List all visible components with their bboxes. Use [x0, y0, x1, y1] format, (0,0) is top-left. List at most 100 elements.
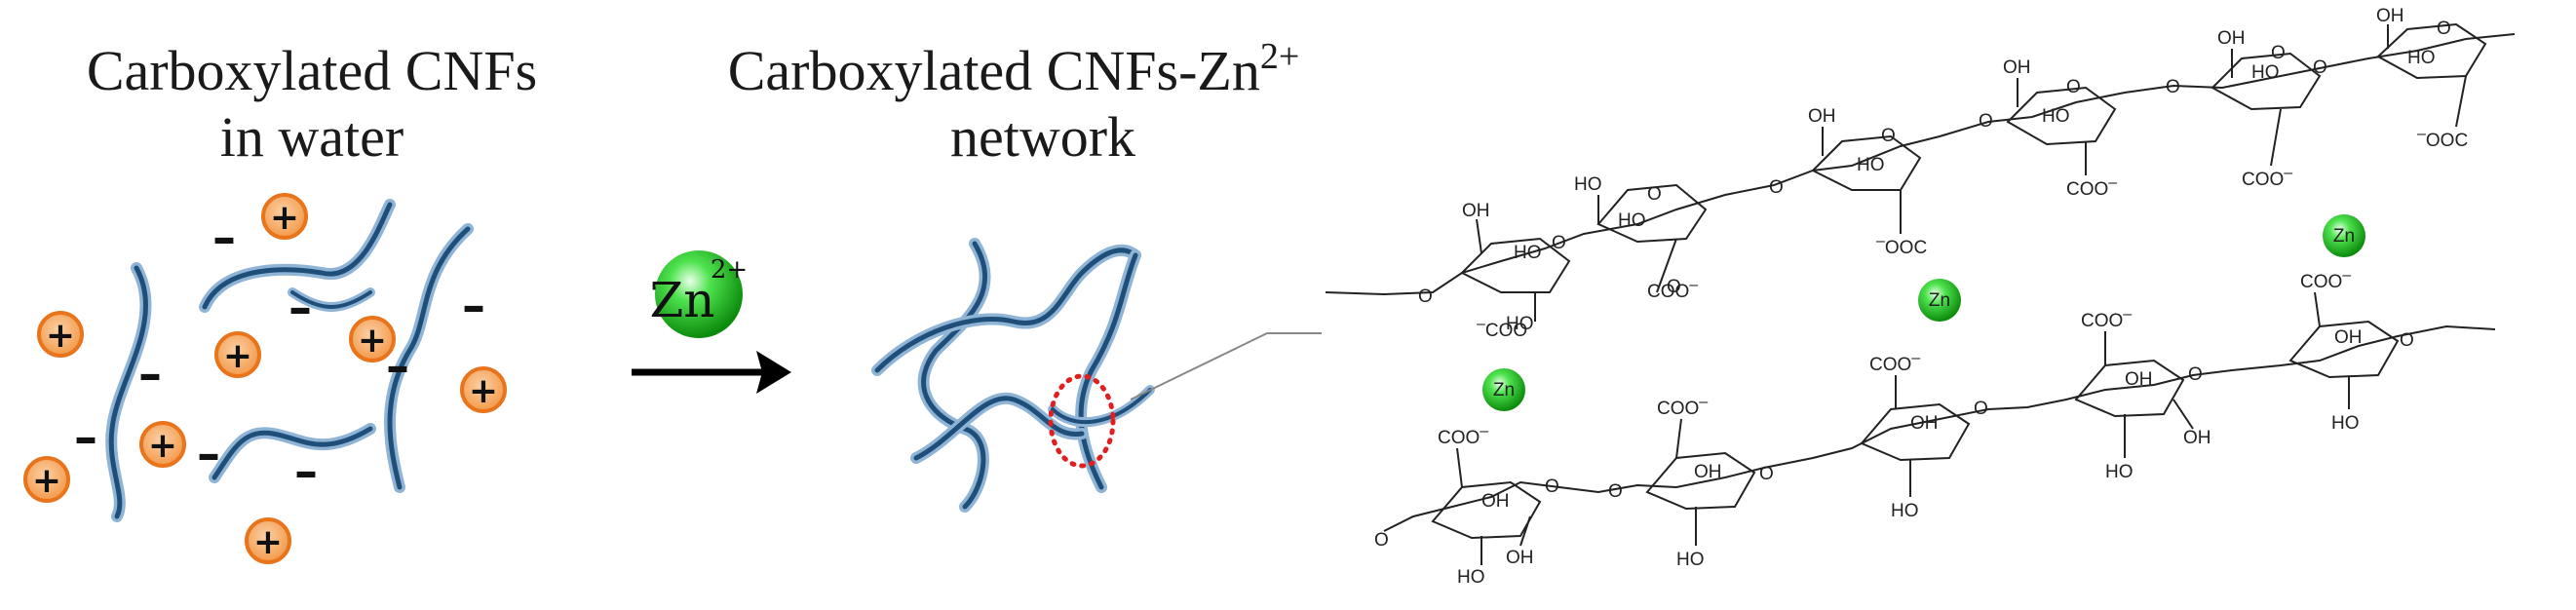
hydroxyl-label: HO — [1618, 210, 1646, 231]
hydroxyl-label: HO — [2105, 462, 2134, 482]
zinc-ions: Zn Zn Zn — [1482, 214, 2365, 411]
hydroxyl-label: OH — [2125, 369, 2153, 390]
svg-text:+: + — [223, 336, 252, 376]
ring-oxygen-label: O — [2166, 77, 2180, 97]
cation: + — [261, 193, 308, 240]
dispersed-fibers — [105, 199, 474, 522]
carboxylate-label: COO– — [1438, 423, 1488, 448]
cations: + + + + + + + + — [23, 193, 507, 564]
ring-oxygen-label: O — [1759, 464, 1774, 484]
cation: + — [349, 316, 396, 362]
svg-text:+: + — [46, 316, 75, 356]
fiber — [384, 223, 474, 493]
zoom-callout-line — [1130, 332, 1322, 400]
ring-oxygen-label: O — [1545, 477, 1559, 497]
ring-oxygen-label: O — [2271, 43, 2286, 63]
hydroxyl-label: OH — [1506, 548, 1534, 568]
svg-text:+: + — [270, 198, 299, 238]
carboxylate-label: –OOC — [1876, 233, 1927, 258]
ring-oxygen-label: O — [2066, 77, 2081, 97]
hydroxyl-label: HO — [2331, 413, 2360, 434]
ring-oxygen-label: O — [1608, 481, 1623, 502]
ring-oxygen-label: O — [2400, 330, 2414, 351]
anion: – — [294, 444, 318, 499]
hydroxyl-label: HO — [1506, 314, 1534, 334]
cation: + — [23, 456, 70, 503]
hydroxyl-label: HO — [2042, 106, 2070, 127]
anions: – – – – – – – – — [74, 210, 485, 499]
carboxylate-label: COO– — [2081, 306, 2132, 331]
cation: + — [214, 331, 261, 378]
carboxylate-label: COO– — [1647, 277, 1698, 302]
cation: + — [245, 517, 291, 564]
hydroxyl-label: OH — [2183, 428, 2211, 448]
carboxylate-label: COO– — [1869, 350, 1920, 375]
ring-oxygen-label: O — [2313, 57, 2327, 78]
anion: – — [386, 339, 409, 394]
middle-title-line2: network — [950, 105, 1135, 169]
svg-text:Zn: Zn — [1493, 380, 1515, 400]
fiber — [209, 423, 376, 483]
hydroxyl-label: HO — [2251, 62, 2280, 83]
hydroxyl-label: OH — [2376, 6, 2404, 26]
svg-text:Zn: Zn — [2333, 226, 2355, 247]
hydroxyl-label: HO — [1457, 567, 1485, 588]
zinc-ion: Zn — [1482, 368, 1525, 411]
ring-oxygen-label: O — [2188, 364, 2203, 385]
ring-oxygen-label: O — [1552, 233, 1566, 253]
chemical-structure — [1325, 22, 2516, 565]
crosslinked-network — [871, 238, 1155, 513]
ring-oxygen-label: O — [1769, 177, 1784, 198]
hydroxyl-label: OH — [1694, 462, 1722, 482]
hydroxyl-label: OH — [2003, 57, 2031, 78]
hydroxyl-label: OH — [1462, 201, 1490, 221]
hydroxyl-label: HO — [1676, 550, 1705, 570]
left-title-line2: in water — [220, 105, 404, 169]
carboxylate-label: COO– — [2066, 174, 2117, 200]
cation: + — [37, 311, 84, 358]
zinc-reagent: Zn 2+ — [650, 250, 748, 338]
hydroxyl-label: HO — [1891, 501, 1919, 521]
anion: – — [288, 281, 312, 335]
fiber — [288, 287, 375, 312]
ring-oxygen-label: O — [1974, 399, 1988, 419]
reaction-arrow — [632, 351, 791, 394]
cation: + — [139, 421, 186, 468]
ring-oxygen-label: O — [1374, 530, 1389, 551]
ring-oxygen-label: O — [1647, 184, 1662, 205]
svg-text:Zn: Zn — [1929, 290, 1950, 311]
anion: – — [74, 410, 97, 465]
lower-chain-labels: COO– HO OH OH O O O COO– OH HO O COO– OH… — [1374, 267, 2414, 588]
hydroxyl-label: HO — [1857, 155, 1885, 175]
carboxylate-label: –OOC — [2417, 126, 2468, 151]
anion: – — [462, 279, 485, 333]
carboxylate-label: –COO — [1477, 316, 1527, 341]
ring-oxygen-label: O — [2437, 19, 2451, 39]
left-title-line1: Carboxylated CNFs — [87, 39, 537, 102]
ring-oxygen-label: O — [1979, 111, 1993, 132]
zinc-symbol: Zn — [650, 272, 715, 328]
ring-oxygen-label: O — [1418, 286, 1433, 307]
cation: + — [460, 366, 507, 413]
hydroxyl-label: OH — [1808, 106, 1836, 127]
svg-text:+: + — [32, 461, 61, 501]
carboxylate-label: COO– — [2242, 165, 2292, 190]
hydroxyl-label: OH — [2217, 28, 2246, 49]
crosslink-highlight-circle — [1048, 373, 1116, 469]
svg-text:+: + — [469, 371, 498, 411]
svg-text:+: + — [358, 321, 387, 361]
fiber — [105, 262, 152, 522]
hydroxyl-label: OH — [1481, 491, 1510, 512]
anion: – — [212, 210, 236, 265]
svg-text:+: + — [148, 426, 177, 466]
zinc-ion: Zn — [1918, 279, 1961, 322]
svg-text:+: + — [253, 522, 283, 562]
fiber — [199, 199, 396, 313]
anion: – — [197, 427, 220, 481]
carboxylate-label: COO– — [1657, 394, 1708, 419]
middle-title-line1: Carboxylated CNFs-Zn2+ — [728, 36, 1300, 102]
zinc-ion: Zn — [2323, 214, 2365, 257]
carboxylate-label: COO– — [2300, 267, 2351, 292]
